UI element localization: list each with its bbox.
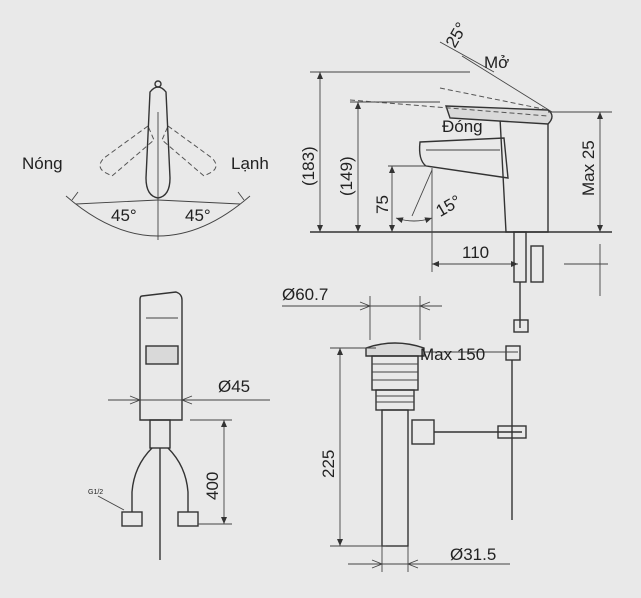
label-cold: Lạnh bbox=[231, 154, 269, 173]
arc-left-ray bbox=[75, 199, 159, 205]
handle-ghost bbox=[349, 99, 549, 117]
hose-left bbox=[131, 447, 153, 512]
lift-rod bbox=[530, 245, 544, 283]
dim-60-arrows bbox=[359, 301, 431, 311]
thread-leader bbox=[97, 495, 125, 511]
angle-right: 45° bbox=[185, 206, 211, 225]
dim-60-label: Ø60.7 bbox=[282, 285, 328, 304]
angle-left: 45° bbox=[111, 206, 137, 225]
linkage-top bbox=[505, 345, 521, 361]
front-shank bbox=[149, 419, 171, 449]
handle-open-dashed bbox=[439, 87, 549, 111]
handle-right-dashed bbox=[161, 125, 217, 177]
front-view: G1/2 Ø45 400 bbox=[88, 291, 270, 560]
hose-nut-right bbox=[177, 511, 199, 527]
angle-open: 25° bbox=[442, 19, 471, 51]
faucet-spout bbox=[418, 137, 509, 179]
dim-400-label: 400 bbox=[203, 472, 222, 500]
front-body bbox=[139, 291, 183, 421]
hose-right bbox=[167, 447, 189, 512]
dim-45-arrows bbox=[129, 395, 193, 405]
dim-max150-label: Max 150 bbox=[420, 345, 485, 364]
dim-149-label: (149) bbox=[337, 156, 356, 196]
side-view: 25° Mở Đóng (183) (149) 75 15° Max 25 11… bbox=[299, 19, 612, 333]
handle-left-dashed bbox=[99, 125, 155, 177]
handle-closed bbox=[445, 105, 553, 125]
drain-pipe bbox=[381, 409, 409, 547]
hose-nut bbox=[513, 319, 529, 333]
dim-110-label: 110 bbox=[462, 243, 489, 262]
dim-225-label: 225 bbox=[319, 450, 338, 478]
stem-connector bbox=[513, 231, 527, 283]
arc-right-ray bbox=[157, 199, 241, 205]
thread-label: G1/2 bbox=[88, 489, 103, 496]
drain-pivot bbox=[411, 419, 435, 445]
dim-31-label: Ø31.5 bbox=[450, 545, 496, 564]
dim-75-label: 75 bbox=[373, 195, 392, 214]
drain-threads bbox=[372, 363, 418, 381]
label-open: Mở bbox=[484, 53, 509, 72]
handle-knob bbox=[154, 80, 162, 88]
label-hot: Nóng bbox=[22, 154, 63, 173]
front-handle bbox=[145, 345, 179, 365]
dim-31-arrows bbox=[371, 559, 419, 569]
dim-max25-label: Max 25 bbox=[579, 140, 598, 196]
dim-45-label: Ø45 bbox=[218, 377, 250, 396]
angle-15-arc bbox=[395, 217, 433, 224]
drain-view: Ø60.7 Max 150 225 Ø31.5 bbox=[282, 285, 527, 572]
angle-25-line bbox=[439, 41, 495, 73]
drain-nut-lines bbox=[376, 395, 414, 403]
angle-25-ray bbox=[461, 55, 553, 113]
dim-183-label: (183) bbox=[299, 146, 318, 186]
rotation-arc bbox=[65, 195, 251, 237]
drain-nut bbox=[375, 389, 415, 411]
angle-15-ray bbox=[411, 169, 433, 217]
drain-flange bbox=[371, 355, 419, 391]
top-view: Nóng Lạnh 45° 45° bbox=[22, 80, 269, 240]
drain-cap bbox=[365, 342, 425, 357]
label-closed: Đóng bbox=[442, 117, 483, 136]
hose-nut-left bbox=[121, 511, 143, 527]
angle-spout: 15° bbox=[433, 191, 465, 220]
arc-arrows bbox=[71, 191, 245, 201]
